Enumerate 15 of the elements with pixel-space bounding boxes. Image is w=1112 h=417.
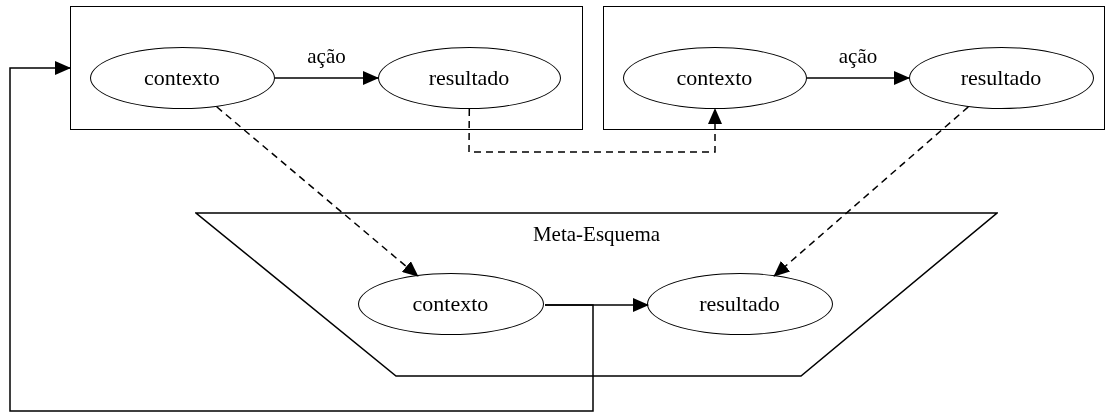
arrow [773,106,970,277]
ellipse-node: contexto [89,46,275,109]
arrow [274,71,379,85]
ellipse-node: resultado [377,46,561,109]
frame-box [70,6,583,130]
arrow [806,71,910,85]
ellipse-node: resultado [908,46,1094,109]
arrow [9,61,594,412]
arrow [215,106,419,277]
edge-label: ação [305,46,348,67]
trapezoid-title: Meta-Esquema [532,224,661,245]
ellipse-node: contexto [622,46,807,109]
frame-box [603,6,1105,130]
arrow [468,108,722,153]
edge-label: ação [836,46,880,67]
